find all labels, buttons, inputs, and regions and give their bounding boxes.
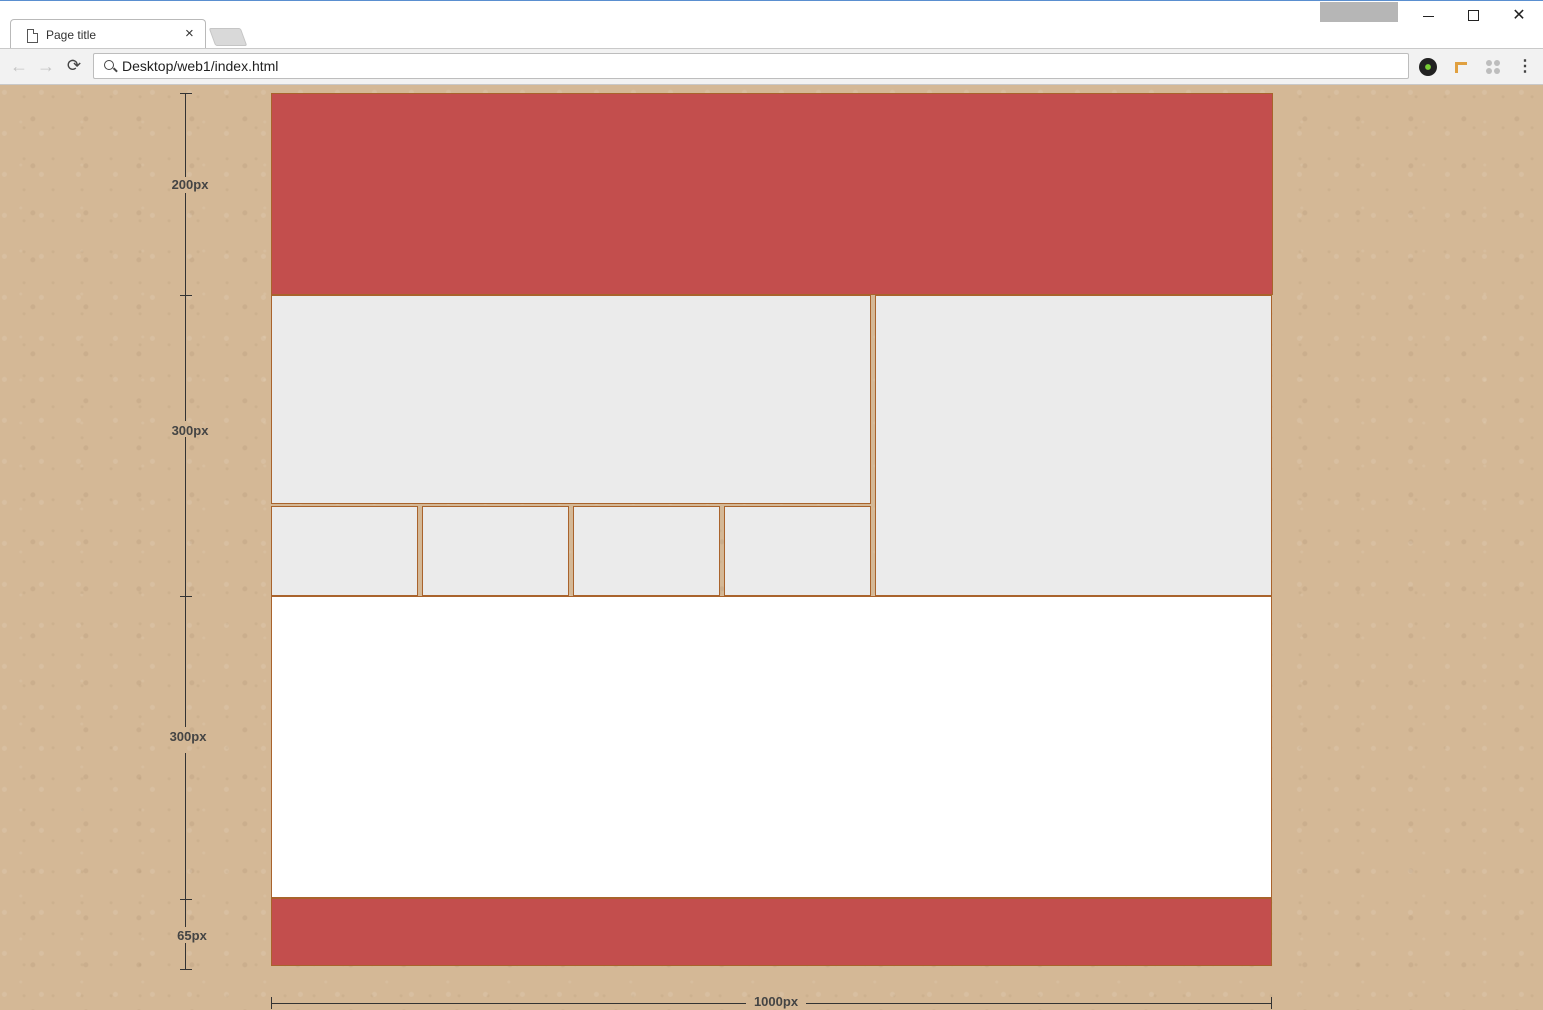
page-icon xyxy=(27,29,38,43)
ruler-tick xyxy=(180,899,192,900)
ruler-tick xyxy=(180,596,192,597)
window-profile-area xyxy=(1320,2,1398,22)
ruler-line xyxy=(185,93,186,177)
browser-tab[interactable]: Page title × xyxy=(10,19,206,50)
ruler-line xyxy=(271,1003,746,1004)
ruler-line xyxy=(806,1003,1272,1004)
layout-wireframe xyxy=(271,93,1273,966)
ruler-tick xyxy=(180,295,192,296)
forward-button[interactable]: → xyxy=(37,56,55,76)
browser-toolbar: ← → ⟳ Desktop/web1/index.html ⋮ xyxy=(0,48,1543,85)
content-box-2 xyxy=(422,506,569,596)
ruler-line xyxy=(185,193,186,421)
ruler-line xyxy=(185,943,186,969)
extension-grid-icon[interactable] xyxy=(1484,58,1502,76)
minimize-button[interactable] xyxy=(1413,5,1443,27)
ruler-tick xyxy=(1271,997,1272,1009)
ruler-line xyxy=(185,753,186,927)
search-icon xyxy=(104,60,114,70)
width-label: 1000px xyxy=(753,994,799,1009)
extension-ruler-icon[interactable] xyxy=(1452,58,1470,76)
reload-button[interactable]: ⟳ xyxy=(66,56,82,75)
main-block xyxy=(271,596,1272,898)
url-text[interactable]: Desktop/web1/index.html xyxy=(122,58,279,74)
browser-menu-button[interactable]: ⋮ xyxy=(1517,58,1533,75)
browser-titlebar: Page title × ✕ xyxy=(0,0,1543,50)
extension-color-icon[interactable] xyxy=(1419,58,1437,76)
footer-block xyxy=(271,898,1272,966)
header-block xyxy=(271,93,1273,295)
close-window-button[interactable]: ✕ xyxy=(1512,7,1526,24)
address-bar[interactable]: Desktop/web1/index.html xyxy=(93,53,1409,79)
content-block xyxy=(271,295,871,504)
new-tab-button[interactable] xyxy=(208,28,248,46)
main-height-label: 300px xyxy=(169,729,207,744)
tab-close-icon[interactable]: × xyxy=(185,25,194,42)
content-height-label: 300px xyxy=(171,423,209,438)
sidebar-block xyxy=(875,295,1272,596)
content-box-1 xyxy=(271,506,418,596)
back-button[interactable]: ← xyxy=(10,56,28,76)
tab-title: Page title xyxy=(46,28,97,42)
ruler-tick xyxy=(180,969,192,970)
footer-height-label: 65px xyxy=(177,928,207,943)
content-box-4 xyxy=(724,506,871,596)
ruler-tick xyxy=(180,93,192,94)
page-viewport: 200px 300px 300px 65px 1000px xyxy=(0,85,1543,1010)
ruler-line xyxy=(185,437,186,727)
header-height-label: 200px xyxy=(171,177,209,192)
maximize-button[interactable] xyxy=(1458,5,1488,27)
content-box-3 xyxy=(573,506,720,596)
